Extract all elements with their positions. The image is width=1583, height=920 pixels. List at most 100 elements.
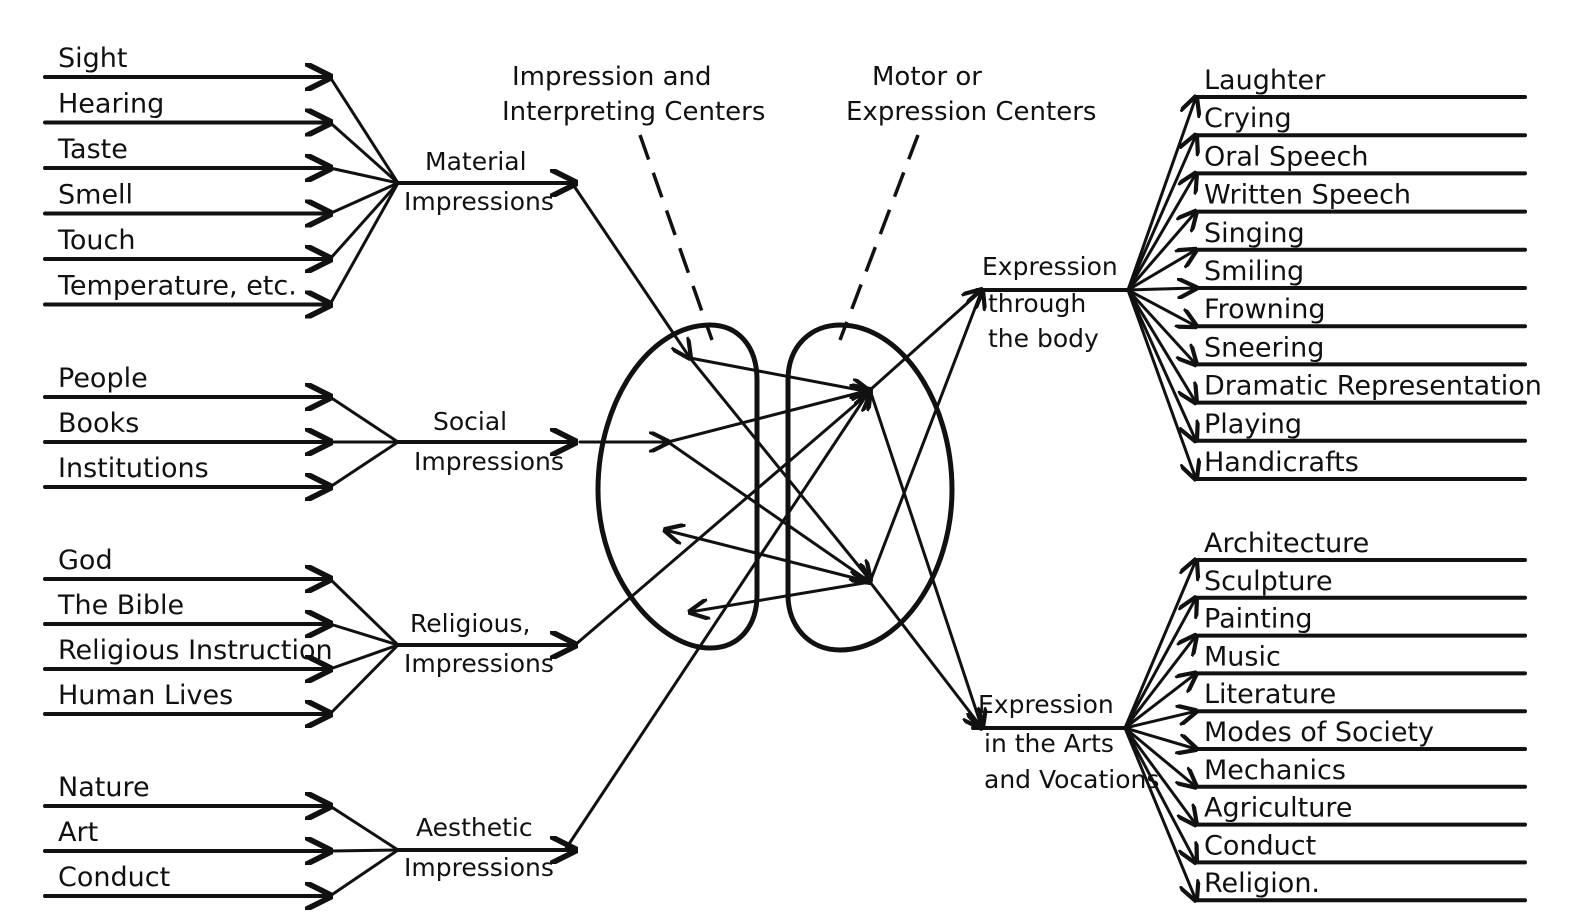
category-label-aesthetic-0: Aesthetic xyxy=(416,813,533,842)
diverge-arrow-oral-speech xyxy=(1126,173,1196,292)
diverge-arrow-handicrafts xyxy=(1126,288,1196,479)
output-label-agriculture: Agriculture xyxy=(1204,793,1353,824)
output-label-oral-speech: Oral Speech xyxy=(1204,141,1368,172)
diverge-arrow-music xyxy=(1123,673,1196,730)
diverge-arrow-architecture xyxy=(1123,560,1196,730)
category-label-material-1: Impressions xyxy=(404,187,554,216)
diverge-arrow-religion xyxy=(1123,726,1196,900)
output-label-playing: Playing xyxy=(1204,409,1302,440)
expression-label-0-1: through xyxy=(988,289,1086,318)
converge-line xyxy=(328,166,400,185)
source-label-temperature-etc: Temperature, etc. xyxy=(57,271,297,302)
diverge-arrow-mechanics xyxy=(1123,726,1196,787)
output-label-sneering: Sneering xyxy=(1204,332,1324,363)
material-into-center-arrow xyxy=(570,181,690,358)
impression-centers-header-line1: Impression and xyxy=(512,62,712,92)
source-label-people: People xyxy=(58,363,148,394)
category-label-social-0: Social xyxy=(433,407,507,436)
to-body-expression-arrow xyxy=(868,290,982,584)
diverge-arrow-frowning xyxy=(1126,288,1196,326)
source-label-art: Art xyxy=(58,817,98,848)
motor-centers-header-line2: Expression Centers xyxy=(846,97,1096,127)
diverge-arrow-painting xyxy=(1123,636,1196,730)
converge-line xyxy=(328,622,400,647)
center-return-arrow xyxy=(665,530,872,584)
output-label-dramatic-representation: Dramatic Representation xyxy=(1204,371,1542,402)
output-label-literature: Literature xyxy=(1204,679,1336,710)
category-label-religious-0: Religious, xyxy=(410,609,530,638)
diverge-arrow-agriculture xyxy=(1123,726,1196,825)
converge-line xyxy=(328,181,400,306)
converge-line xyxy=(328,181,400,215)
motor-centers-pointer xyxy=(838,134,920,341)
expression-label-1-2: and Vocations xyxy=(984,765,1159,794)
center-link-arrow xyxy=(666,390,870,444)
source-label-taste: Taste xyxy=(57,134,128,165)
motor-centers-header-line1: Motor or xyxy=(872,62,982,92)
diverge-arrow-crying xyxy=(1126,135,1196,292)
source-label-institutions: Institutions xyxy=(58,453,209,484)
diverge-arrow-singing xyxy=(1126,250,1196,292)
source-label-nature: Nature xyxy=(58,772,150,803)
center-link-arrow xyxy=(666,440,870,582)
output-label-written-speech: Written Speech xyxy=(1204,180,1411,211)
source-label-hearing: Hearing xyxy=(58,89,164,120)
output-label-mechanics: Mechanics xyxy=(1204,755,1346,786)
category-label-material-0: Material xyxy=(425,147,527,176)
source-label-smell: Smell xyxy=(58,180,133,211)
output-label-handicrafts: Handicrafts xyxy=(1204,447,1359,478)
source-label-sight: Sight xyxy=(58,43,127,74)
converge-line xyxy=(328,121,400,185)
input-groups: SightHearingTasteSmellTouchTemperature, … xyxy=(43,43,575,896)
impression-centers-pointer xyxy=(638,134,714,341)
output-label-frowning: Frowning xyxy=(1204,294,1326,325)
diverge-arrow-sneering xyxy=(1126,288,1196,364)
motor-center-lobe xyxy=(785,322,955,653)
input-group-material: SightHearingTasteSmellTouchTemperature, … xyxy=(43,43,575,306)
output-label-crying: Crying xyxy=(1204,103,1292,134)
converge-line xyxy=(328,643,400,716)
expression-label-1-1: in the Arts xyxy=(984,729,1114,758)
category-label-religious-1: Impressions xyxy=(404,649,554,678)
output-label-music: Music xyxy=(1204,641,1281,672)
output-label-modes-of-society: Modes of Society xyxy=(1204,717,1434,748)
diverge-arrow-sculpture xyxy=(1123,598,1196,730)
to-body-expression-arrow xyxy=(868,290,982,392)
religious-into-center-arrow xyxy=(573,392,870,647)
category-label-social-1: Impressions xyxy=(414,447,564,476)
converge-line xyxy=(328,181,400,261)
converge-line xyxy=(328,577,400,647)
source-label-the-bible: The Bible xyxy=(57,590,184,621)
converge-line xyxy=(328,395,400,444)
output-label-conduct: Conduct xyxy=(1204,830,1316,861)
diverge-arrow-literature xyxy=(1123,711,1196,730)
converge-line xyxy=(328,75,400,185)
aesthetic-into-center-arrow xyxy=(563,390,870,852)
source-label-god: God xyxy=(58,545,113,576)
center-link-arrow xyxy=(688,356,870,392)
diverge-arrow-dramatic-representation xyxy=(1126,288,1196,403)
converge-line xyxy=(328,848,400,853)
source-label-touch: Touch xyxy=(57,225,136,256)
converge-line xyxy=(328,804,400,852)
diverge-arrow-conduct xyxy=(1123,726,1196,862)
diverge-arrow-smiling xyxy=(1126,288,1196,290)
expression-label-0-2: the body xyxy=(988,324,1099,353)
output-label-painting: Painting xyxy=(1204,604,1313,635)
source-label-religious-instruction: Religious Instruction xyxy=(58,635,333,666)
to-arts-expression-arrow xyxy=(868,388,982,728)
diverge-arrow-playing xyxy=(1126,288,1196,441)
expression-label-0-0: Expression xyxy=(982,252,1118,281)
output-label-architecture: Architecture xyxy=(1204,528,1369,559)
output-label-singing: Singing xyxy=(1204,218,1305,249)
impression-centers-header-line2: Interpreting Centers xyxy=(502,97,765,127)
to-arts-expression-arrow xyxy=(868,580,982,728)
output-label-sculpture: Sculpture xyxy=(1204,566,1333,597)
